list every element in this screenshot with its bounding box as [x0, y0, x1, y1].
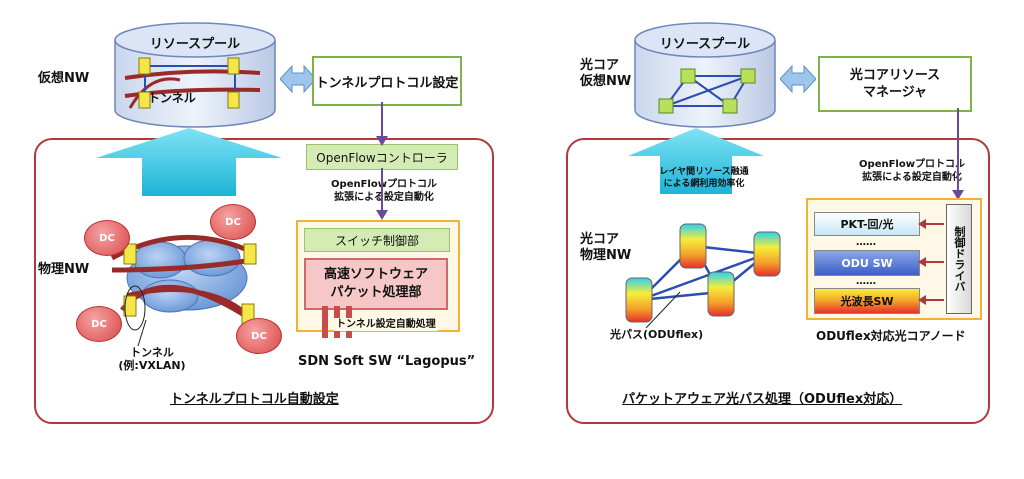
- fast-sw-line2: パケット処理部: [330, 285, 422, 300]
- double-arrow-icon-right: [780, 64, 816, 94]
- optical-virtual-nw-line1: 光コア: [580, 58, 620, 73]
- fast-software-packet-unit: 高速ソフトウェア パケット処理部: [304, 258, 448, 310]
- optical-virtual-nw-label: 光コア 仮想NW: [580, 58, 631, 90]
- arrow-text: レイヤ間リソース融通 による網利用効率化: [648, 166, 760, 190]
- right-caption: パケットアウェア光パス処理（ODUflex対応）: [622, 392, 903, 407]
- tunnel-protocol-box: トンネルプロトコル設定: [312, 56, 462, 106]
- openflow-ext-line1: OpenFlowプロトコル: [331, 179, 437, 190]
- tunnel-label-line2: (例:VXLAN): [118, 359, 186, 372]
- optical-resource-manager: 光コアリソース マネージャ: [818, 56, 972, 112]
- manager-line1: 光コアリソース: [849, 68, 941, 83]
- optical-physical-network-graphic: [625, 223, 781, 323]
- double-arrow-icon: [280, 64, 316, 94]
- left-caption: トンネルプロトコル自動設定: [170, 392, 339, 407]
- optical-resource-pool-cylinder: [634, 22, 776, 128]
- dc-node-1: DC: [84, 220, 130, 256]
- dc-node-2: DC: [210, 204, 256, 240]
- openflow-ext-text: OpenFlowプロトコル 拡張による設定自動化: [322, 178, 446, 204]
- optical-virtual-nw-line2: 仮想NW: [580, 74, 632, 89]
- tunnel-pointer-line: [137, 320, 147, 347]
- physical-nw-label: 物理NW: [38, 262, 90, 277]
- tunnel-inner-label: トンネル: [148, 91, 196, 105]
- arrow-down-icon-2: [376, 168, 388, 220]
- control-driver-label: 制御ドライバ: [953, 226, 966, 292]
- dots-2: ……: [856, 276, 876, 287]
- control-arrows: [918, 219, 944, 305]
- manager-line2: マネージャ: [862, 85, 928, 100]
- tunnel-auto-label: トンネル設定自動処理: [334, 318, 438, 331]
- arrow-text-line2: による網利用効率化: [663, 179, 745, 189]
- optical-physical-nw-line2: 物理NW: [580, 248, 632, 263]
- lagopus-label: SDN Soft SW “Lagopus”: [298, 354, 476, 369]
- dots-1: ……: [856, 237, 876, 248]
- openflow-ext-text-right: OpenFlowプロトコル 拡張による設定自動化: [852, 158, 972, 184]
- upward-arrow-icon: [96, 128, 282, 196]
- optical-resource-pool-label: リソースプール: [659, 37, 751, 52]
- resource-pool-label: リソースプール: [149, 37, 241, 52]
- optical-path-pointer: [645, 291, 681, 329]
- openflow-ext-right-line1: OpenFlowプロトコル: [859, 159, 965, 170]
- fast-sw-line1: 高速ソフトウェア: [323, 267, 428, 282]
- dc-node-4: DC: [236, 318, 282, 354]
- switch-control-unit: スイッチ制御部: [304, 228, 450, 252]
- tunnel-label-line1: トンネル: [130, 346, 174, 359]
- tunnel-label: トンネル (例:VXLAN): [112, 346, 192, 372]
- arrow-down-icon-right: [952, 108, 964, 200]
- arrow-down-icon: [376, 102, 388, 146]
- openflow-ext-line2: 拡張による設定自動化: [334, 192, 434, 203]
- physical-network-graphic: [110, 234, 257, 331]
- optical-path-label: 光パス(ODUflex): [610, 328, 704, 341]
- dc-node-3: DC: [76, 306, 122, 342]
- node-label: ODUflex対応光コアノード: [816, 329, 966, 343]
- odu-layer: ODU SW: [814, 250, 920, 276]
- openflow-ext-right-line2: 拡張による設定自動化: [862, 172, 962, 183]
- lambda-layer: 光波長SW: [814, 288, 920, 314]
- optical-physical-nw-label: 光コア 物理NW: [580, 232, 631, 264]
- openflow-controller: OpenFlowコントローラ: [306, 144, 458, 170]
- upward-arrow-icon-right: [628, 128, 764, 194]
- pkt-layer: PKT-回/光: [814, 212, 920, 236]
- optical-physical-nw-line1: 光コア: [580, 232, 620, 247]
- resource-pool-cylinder: [114, 22, 276, 128]
- control-driver-box: 制御ドライバ: [946, 204, 972, 314]
- arrow-text-line1: レイヤ間リソース融通: [659, 167, 749, 177]
- virtual-nw-label: 仮想NW: [38, 71, 90, 86]
